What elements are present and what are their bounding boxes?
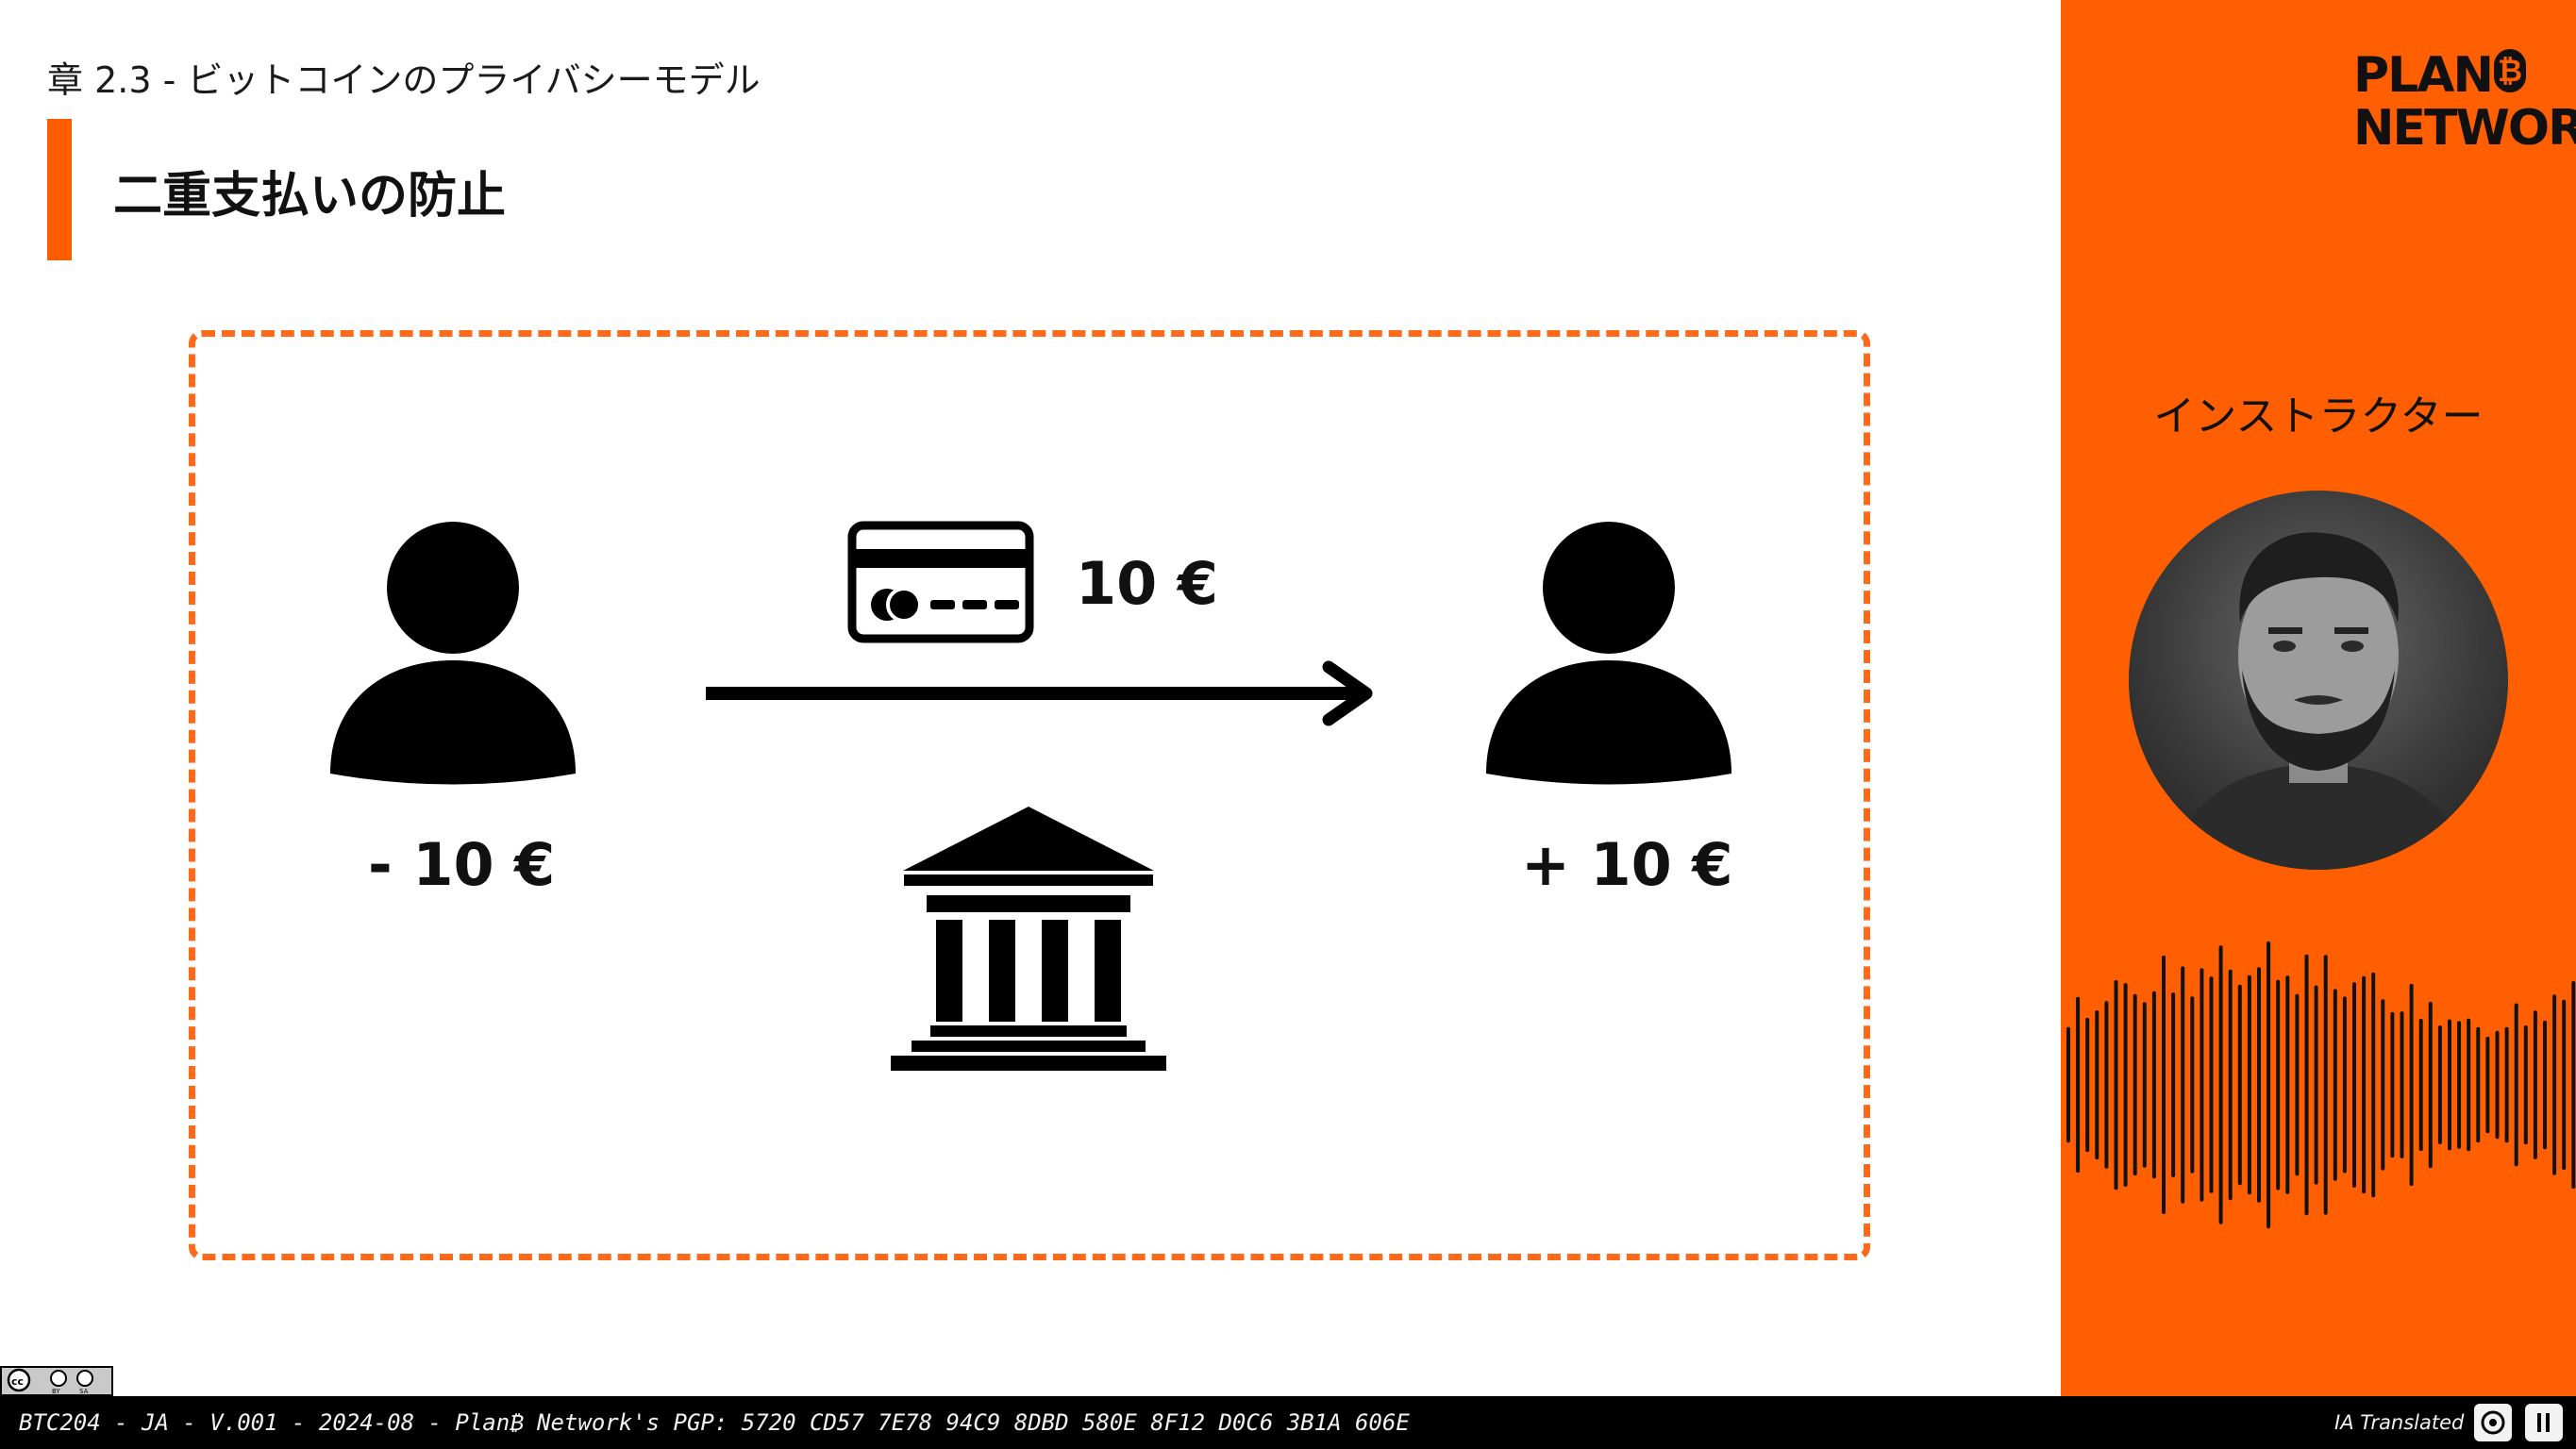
audio-waveform [2066, 941, 2576, 1229]
waveform-bar [2514, 1003, 2518, 1167]
footer-version-pgp: BTC204 - JA - V.001 - 2024-08 - Plan₿ Ne… [19, 1409, 1410, 1436]
waveform-bar [2342, 996, 2347, 1174]
waveform-bar [2142, 1002, 2147, 1168]
waveform-bar [2218, 945, 2223, 1224]
waveform-bar [2562, 999, 2567, 1171]
logo-line-2: NETWORK [2353, 100, 2576, 157]
waveform-bar [2076, 996, 2081, 1174]
license-by: BY [52, 1388, 60, 1394]
waveform-bar [2371, 972, 2376, 1198]
waveform-bar [2552, 994, 2557, 1175]
license-sa: SA [79, 1388, 89, 1394]
waveform-bar [2390, 1011, 2395, 1158]
footer-bar: BTC204 - JA - V.001 - 2024-08 - Plan₿ Ne… [0, 1396, 2576, 1449]
waveform-bar [2133, 993, 2137, 1176]
slide-title: 二重支払いの防止 [113, 168, 507, 225]
receiver-amount: + 10 € [1521, 830, 1733, 899]
waveform-bar [2352, 982, 2356, 1188]
waveform-bar [2314, 985, 2318, 1185]
waveform-bar [2428, 1001, 2433, 1169]
creative-commons-badge: cc BY SA [0, 1366, 113, 1396]
diagram-frame [189, 330, 1870, 1260]
instructor-label: インストラクター [2153, 392, 2484, 441]
waveform-bar [2162, 955, 2166, 1214]
instructor-avatar [2129, 491, 2508, 870]
waveform-bar [2485, 1036, 2490, 1134]
waveform-bar [2543, 1020, 2547, 1150]
waveform-bar [2257, 967, 2261, 1203]
waveform-bar [2457, 1021, 2462, 1149]
waveform-bar [2467, 1018, 2471, 1152]
waveform-bar [2200, 968, 2204, 1202]
instructor-portrait-icon [2166, 532, 2470, 870]
waveform-bar [2448, 1019, 2451, 1151]
bank-icon [891, 807, 1166, 1071]
logo-line-1: PLAN [2353, 47, 2494, 104]
waveform-bar [2381, 999, 2385, 1171]
arrow-right-icon [706, 660, 1373, 726]
svg-text:cc: cc [11, 1375, 24, 1388]
waveform-bar [2276, 979, 2281, 1191]
transfer-amount: 10 € [1076, 549, 1219, 618]
waveform-bar [2362, 975, 2367, 1194]
waveform-bar [2085, 1017, 2090, 1153]
waveform-bar [2228, 969, 2233, 1201]
waveform-bar [2400, 1011, 2404, 1158]
waveform-bar [2066, 1026, 2070, 1143]
title-accent-bar [47, 119, 72, 260]
waveform-bar [2409, 983, 2414, 1187]
waveform-bar [2104, 1001, 2109, 1169]
waveform-bar [2247, 974, 2251, 1195]
waveform-bar [2476, 1026, 2481, 1143]
waveform-bar [2333, 989, 2337, 1181]
waveform-bar [2295, 993, 2300, 1176]
waveform-bar [2171, 992, 2176, 1177]
waveform-bar [2533, 1010, 2537, 1159]
waveform-bar [2285, 975, 2290, 1194]
waveform-bar [2237, 984, 2242, 1186]
waveform-bar [2571, 981, 2576, 1189]
elevenlabs-icon [2525, 1404, 2563, 1441]
cc-license-icon: cc BY SA [7, 1368, 93, 1395]
waveform-bar [2151, 991, 2156, 1179]
waveform-bar [2267, 941, 2271, 1229]
chapter-heading: 章 2.3 - ビットコインのプライバシーモデル [47, 59, 761, 101]
waveform-bar [2418, 1018, 2423, 1152]
waveform-bar [2209, 976, 2214, 1193]
waveform-bar [2181, 966, 2185, 1204]
waveform-bar [2304, 954, 2309, 1216]
receiver-user-icon [1486, 522, 1731, 785]
waveform-bar [2095, 1010, 2099, 1160]
waveform-bar [2437, 1025, 2442, 1144]
sender-user-icon [330, 522, 576, 785]
plan-b-network-logo: PLAN₿ NETWORK [2353, 49, 2576, 155]
ia-translated-label: IA Translated [2334, 1411, 2465, 1434]
credit-card-icon [847, 521, 1034, 643]
waveform-bar [2114, 979, 2118, 1191]
waveform-bar [2323, 955, 2328, 1215]
slide-main: 章 2.3 - ビットコインのプライバシーモデル 二重支払いの防止 10 € -… [47, 59, 1870, 1260]
openai-icon [2474, 1404, 2512, 1441]
waveform-bar [2504, 1026, 2509, 1143]
bitcoin-b-icon: ₿ [2494, 49, 2527, 92]
sender-amount: - 10 € [368, 830, 556, 899]
waveform-bar [2123, 983, 2128, 1187]
waveform-bar [2190, 996, 2195, 1174]
waveform-bar [2523, 1025, 2528, 1145]
waveform-bar [2495, 1030, 2500, 1140]
